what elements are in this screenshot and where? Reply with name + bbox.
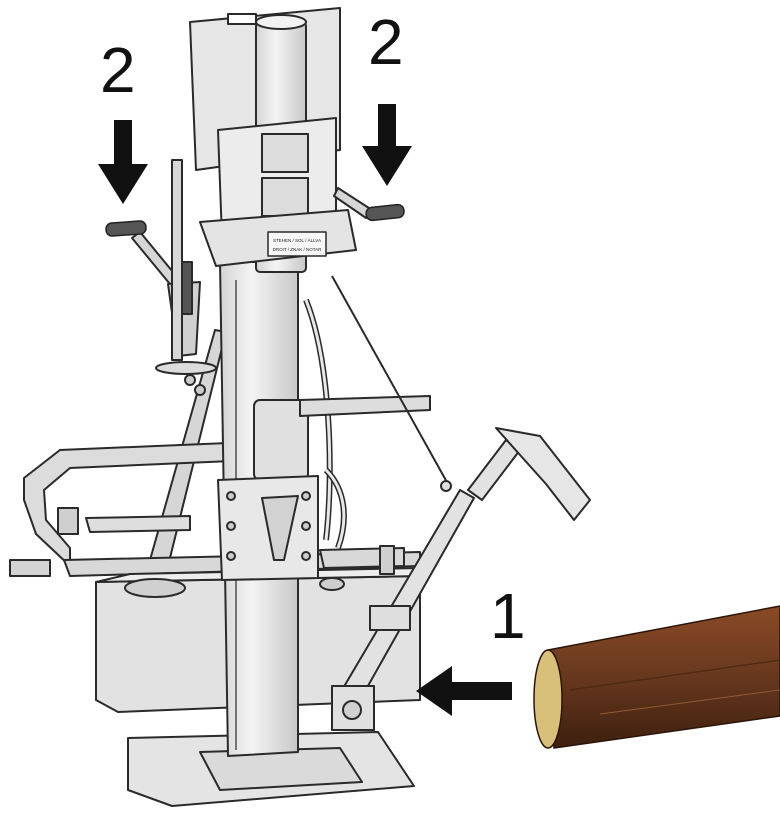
right-handle-grip [365,203,405,222]
step-label-2-right: 2 [368,6,404,78]
handle-grips [105,203,405,237]
log-end [533,649,563,749]
top-slot [227,13,257,25]
side-rail [299,395,431,417]
left-handle-grip [105,220,147,237]
log [533,605,780,749]
arrows [98,104,512,716]
log-lift-pedal [495,427,591,521]
arrow-down-icon [98,120,148,204]
arrow-down-icon [362,104,412,186]
arrow-left-icon [416,666,512,716]
left-lever-rod [171,159,183,361]
base-plate-inset [199,747,363,791]
tension-cable [331,275,449,485]
right-lever-arm [333,187,373,219]
warning-plate [267,231,327,257]
left-arm [85,515,191,533]
step-label-2-left: 2 [100,34,136,106]
lift-bracket [369,605,411,631]
tank-cap [124,578,186,598]
step-label-1: 1 [490,580,526,652]
tank-filler [319,577,345,591]
left-clamp [57,507,79,535]
left-lever-disc [155,361,217,375]
